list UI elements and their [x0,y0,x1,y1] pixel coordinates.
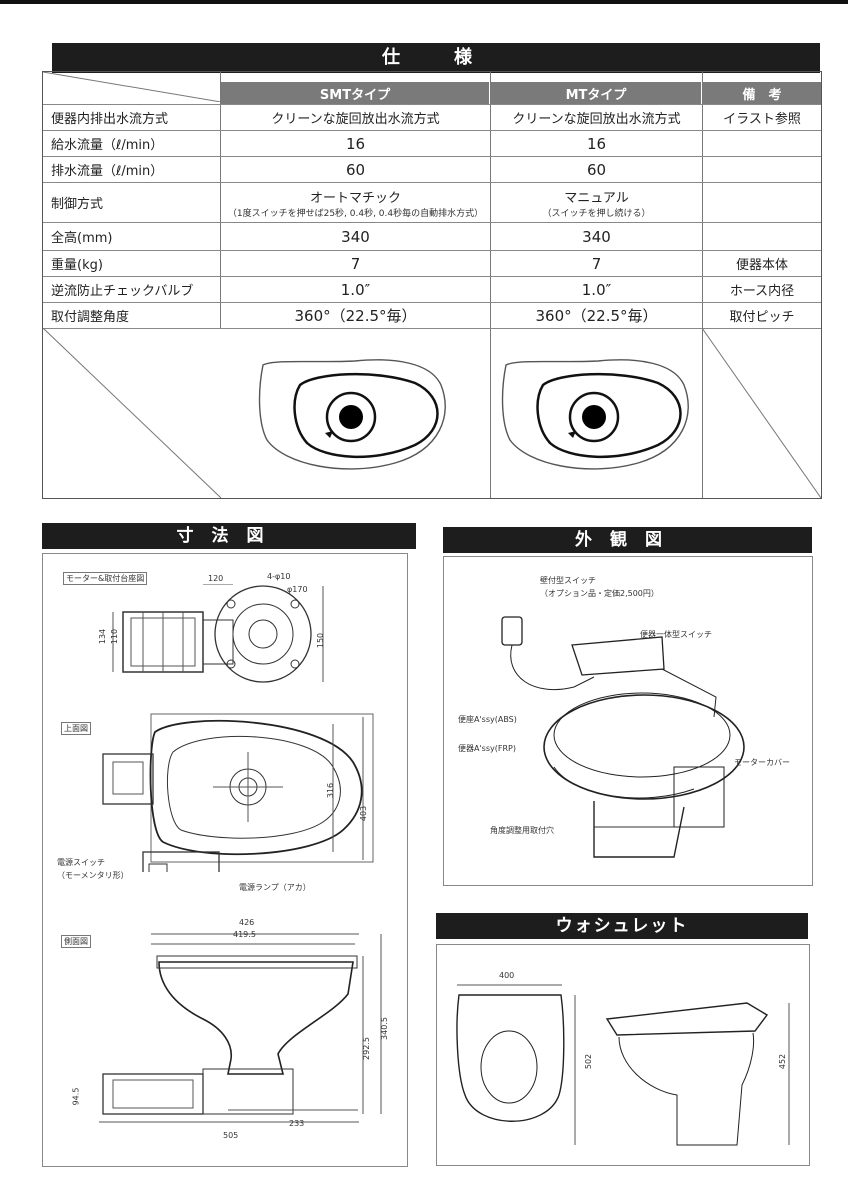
dimensions-title-bar: 寸法図 [42,523,416,549]
note-value: ホース内径 [729,284,795,299]
side-view-drawing [99,933,382,1123]
mt-value: 1.0″ [581,280,612,299]
spec-title-bar: 仕 様 [52,43,820,73]
washlet-panel: 400 502 452 [436,944,810,1166]
top-border [0,0,848,4]
mt-value: 340 [582,227,611,246]
smt-value: 16 [345,134,366,153]
note-value [703,157,821,182]
washlet-drawing [456,984,790,1146]
side-view-label: 側面図 [61,935,91,948]
dim-233: 233 [289,1119,305,1128]
top-view-drawing [102,713,374,872]
note-value [703,131,821,156]
dim-holes: 4-φ10 [267,572,291,581]
bowl-label: 便器A'ssy(FRP) [458,744,516,753]
dim-340-5: 340.5 [379,1017,389,1040]
illustration-diagonal-left [43,328,221,498]
angle-hole-label: 角度調整用取付穴 [490,826,554,835]
dim-110: 110 [110,628,120,645]
row-label: 全高(mm) [51,231,113,246]
power-switch-label: 電源スイッチ [57,858,105,867]
row-label: 排水流量（ℓ/min） [51,164,164,179]
mt-bowl-illustration [501,359,689,470]
row-label: 逆流防止チェックバルブ [51,284,194,299]
motor-cover-label: モーターカバー [734,758,790,767]
smt-value: 60 [345,160,366,179]
mt-value: 7 [591,254,602,273]
header-mt: MTタイプ [491,82,701,104]
seat-label: 便座A'ssy(ABS) [458,715,517,724]
washlet-dim-452: 452 [778,1053,788,1070]
mt-control-note: （スイッチを押し続ける） [542,208,651,219]
exterior-panel: 壁付型スイッチ （オプション品・定価2,500円） 便器一体型スイッチ 便座A'… [443,556,813,886]
integrated-switch-label: 便器一体型スイッチ [640,630,712,639]
row-label: 給水流量（ℓ/min） [51,138,164,153]
note-value: 便器本体 [735,258,788,273]
dim-403: 403 [359,805,369,822]
header-note: 備 考 [703,82,821,104]
illustration-diagonal-right [702,328,821,498]
wall-switch-label: 壁付型スイッチ [540,576,596,585]
dim-292-5: 292.5 [361,1037,371,1060]
dim-94-5: 94.5 [71,1087,81,1106]
smt-value: オートマチック （1度スイッチを押せば25秒, 0.4秒, 0.4秒毎の自動排水… [221,183,490,222]
header-smt: SMTタイプ [221,82,489,104]
washlet-dim-400: 400 [499,971,515,980]
spec-title: 仕 様 [382,47,490,68]
spec-table: SMTタイプ MTタイプ 備 考 便器内排出水流方式 クリーンな旋回放出水流方式… [42,71,822,499]
note-value: 取付ピッチ [729,310,795,325]
wall-switch-sub: （オプション品・定価2,500円） [540,589,659,598]
row-label: 重量(kg) [51,258,103,273]
mt-value: 60 [586,160,607,179]
smt-control: オートマチック [309,190,401,206]
dim-426: 426 [239,918,255,927]
motor-mount-drawing [112,584,324,683]
dim-505: 505 [223,1131,239,1140]
row-label: 制御方式 [51,197,104,212]
smt-value: 7 [350,254,361,273]
power-switch-sub: （モーメンタリ形） [57,871,129,880]
exterior-title-bar: 外観図 [443,527,812,553]
mt-control: マニュアル [564,190,629,206]
mt-value: マニュアル （スイッチを押し続ける） [491,183,702,222]
mt-value: 360°（22.5°毎） [535,307,658,325]
mt-value: クリーンな旋回放出水流方式 [512,112,681,127]
row-label: 取付調整角度 [51,310,130,325]
note-value: イラスト参照 [723,112,801,127]
exterior-title: 外観図 [575,530,680,550]
dimensions-title: 寸法図 [176,526,282,546]
motor-mount-label: モーター&取付台座図 [63,572,148,585]
dim-150: 150 [316,632,326,649]
smt-value: クリーンな旋回放出水流方式 [271,112,440,127]
top-view-label: 上面図 [61,722,91,735]
note-value [703,223,821,250]
washlet-title-bar: ウォシュレット [436,913,808,939]
power-lamp-label: 電源ランプ（アカ） [239,883,311,892]
dim-170: φ170 [287,585,308,594]
washlet-title: ウォシュレット [555,916,689,936]
dim-419-5: 419.5 [233,930,256,939]
smt-value: 360°（22.5°毎） [294,307,417,325]
smt-value: 340 [341,227,370,246]
washlet-dim-502: 502 [584,1053,594,1070]
exterior-drawing [501,616,745,858]
dim-316: 316 [326,782,336,799]
note-value [703,183,821,222]
dimensions-panel: モーター&取付台座図 上面図 側面図 120 4-φ10 φ170 134 11… [42,553,408,1167]
smt-control-note: （1度スイッチを押せば25秒, 0.4秒, 0.4秒毎の自動排水方式） [227,208,484,219]
smt-bowl-illustration [258,359,446,470]
smt-value: 1.0″ [340,280,371,299]
row-label: 便器内排出水流方式 [51,112,169,127]
dim-134: 134 [98,628,108,645]
dim-120: 120 [208,574,224,583]
header-diagonal [43,72,221,102]
mt-value: 16 [586,134,607,153]
